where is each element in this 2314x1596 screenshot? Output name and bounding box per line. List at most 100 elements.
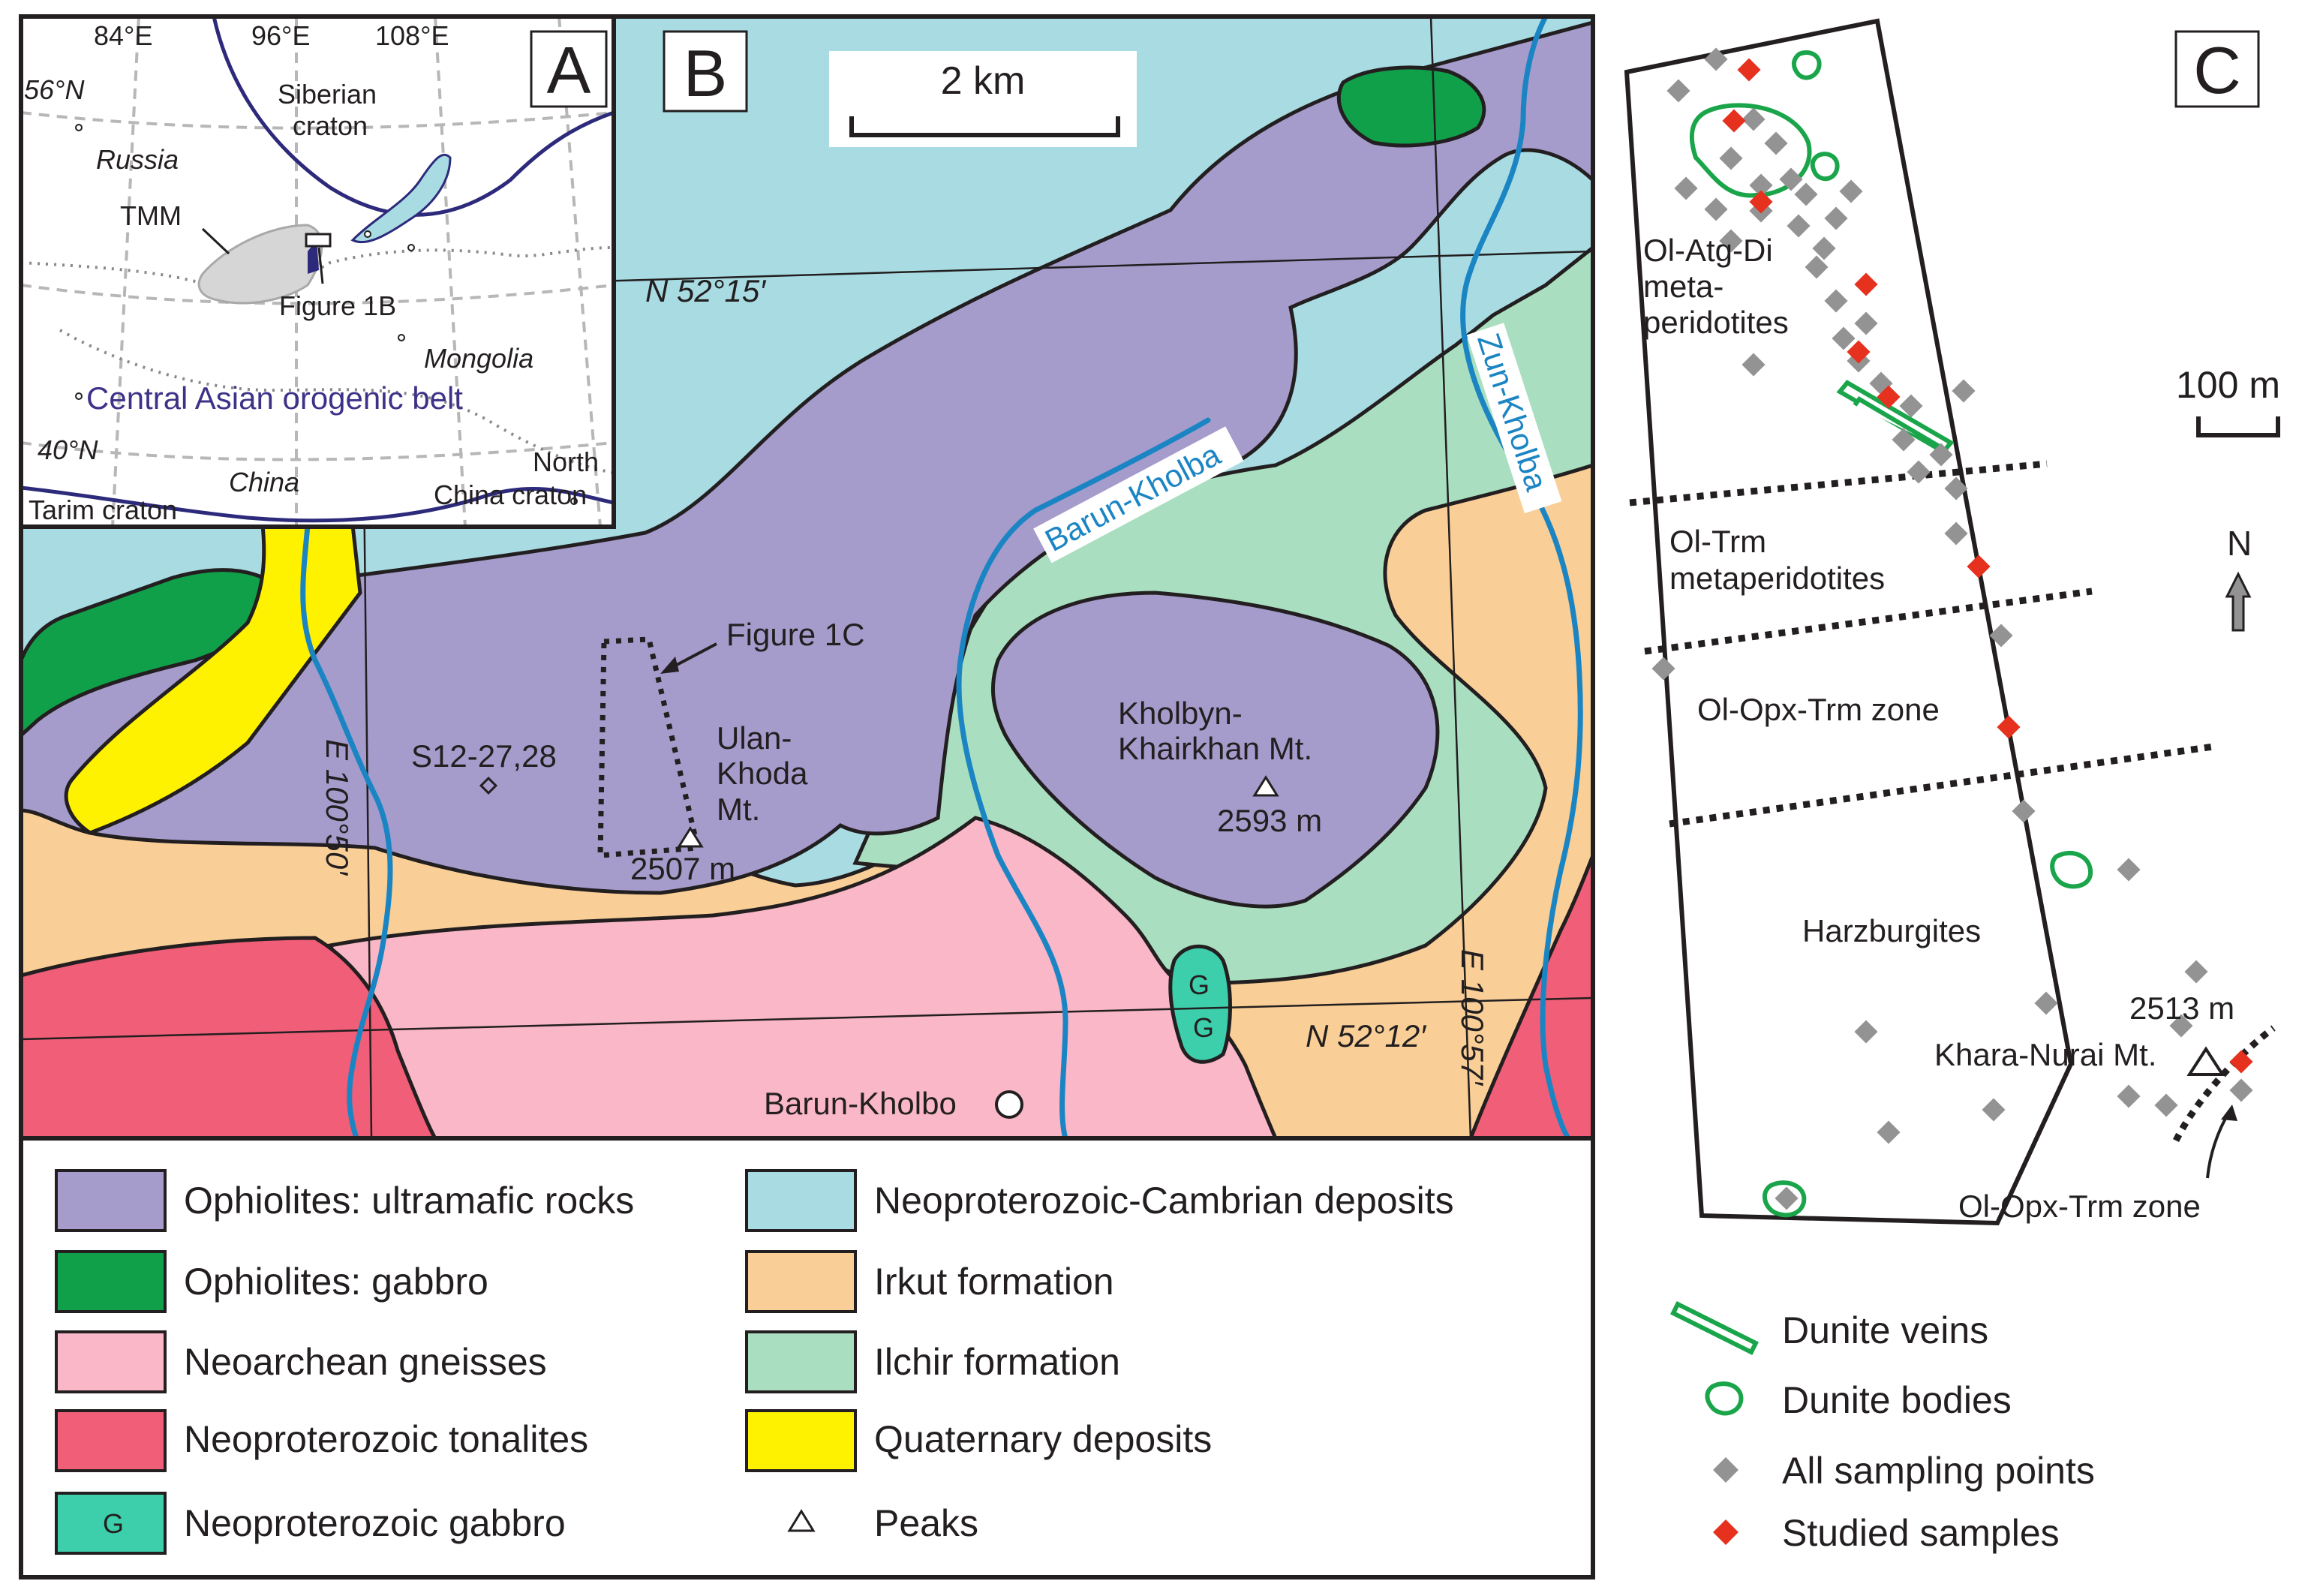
legend-label-dunite-bodies: Dunite bodies [1782, 1379, 2012, 1421]
label-figure-1b: Figure 1B [279, 290, 396, 321]
gabbro-g-2: G [1193, 1012, 1214, 1043]
grid-label-e1: E 100°50′ [320, 739, 355, 876]
zone-trm-1: Ol-Trm [1669, 524, 1766, 559]
ulan-peak-icon [677, 826, 704, 848]
lon-label-84: 84°E [94, 20, 152, 51]
scale-label-c: 100 m [2176, 364, 2280, 406]
lat-label-56: 56°N [24, 74, 85, 105]
sampling-points [1651, 47, 2253, 1210]
scale-bar-b [849, 116, 1120, 137]
scale-bar-c [2196, 416, 2280, 437]
legend-swatch-neo-cambrian [745, 1169, 857, 1232]
legend-swatch-gabbro-neo-g: G [103, 1508, 124, 1539]
panel-letter-box-a [530, 30, 608, 108]
panel-letter-c: C [2193, 33, 2241, 107]
scale-label-b: 2 km [941, 59, 1026, 103]
gabbro-g-1: G [1189, 969, 1210, 1000]
river-west [300, 522, 393, 1138]
rivers [300, 17, 1583, 1138]
legend-label-studied-samples: Studied samples [1782, 1512, 2060, 1554]
kholbyn-label-1: Kholbyn- [1118, 696, 1243, 731]
zone-trm-2: metaperidotites [1669, 561, 1885, 596]
river-zun-kholba [1460, 17, 1583, 1138]
scale-box-b [829, 51, 1137, 147]
village-icon [995, 1090, 1023, 1119]
zone-opx-bottom: Ol-Opx-Trm zone [1958, 1189, 2201, 1224]
geological-map-b: 2 km B N 52°15′ N 52°12′ E 100°50′ E 100… [21, 17, 1593, 1138]
inset-map-a: 84°E 96°E 108°E 56°N 40°N Siberian crato… [21, 17, 614, 527]
unit-tonalite-west [21, 936, 437, 1138]
legend-label-quaternary: Quaternary deposits [874, 1418, 1212, 1460]
peak-elev-c: 2513 m [2129, 990, 2234, 1026]
kholbyn-elevation: 2593 m [1217, 803, 1322, 838]
legend-sampling-point-icon [1713, 1457, 1739, 1483]
north-arrow-icon [2225, 571, 2252, 632]
peak-name-c: Khara-Nurai Mt. [1934, 1037, 2156, 1072]
zone-harz: Harzburgites [1802, 913, 1981, 948]
sample-label: S12-27,28 [411, 738, 557, 774]
legend-peak-icon [787, 1509, 816, 1532]
legend-swatch-ilchir [745, 1330, 857, 1393]
dunite-bodies [1689, 50, 2093, 1218]
ulan-elevation: 2507 m [630, 851, 735, 886]
grid-label-n2: N 52°12′ [1306, 1018, 1427, 1053]
label-tmm: TMM [120, 200, 182, 231]
legend-studied-sample-icon [1713, 1519, 1739, 1545]
legend-map-units: Ophiolites: ultramafic rocks Ophiolites:… [55, 1169, 1454, 1555]
legend-label-gabbro-neo: Neoproterozoic gabbro [184, 1502, 566, 1544]
grid-label-n1: N 52°15′ [645, 273, 767, 308]
legend-label-gneiss: Neoarchean gneisses [184, 1341, 547, 1383]
label-north-china-1: North [533, 446, 599, 477]
legend-swatch-gabbro-neo [55, 1492, 167, 1555]
opx-zone-arrow [2206, 1109, 2231, 1179]
river-barun-kholba [956, 417, 1211, 1138]
legend-label-ultramafic: Ophiolites: ultramafic rocks [184, 1180, 634, 1222]
legend-label-gabbro-oph: Ophiolites: gabbro [184, 1261, 488, 1303]
panel-letter-a: A [547, 33, 591, 107]
label-russia: Russia [96, 144, 179, 175]
sample-marker [479, 776, 498, 795]
legend-dunite-body-icon [1705, 1381, 1744, 1416]
grid-label-e2: E 100°57′ [1455, 949, 1490, 1087]
zone-opx: Ol-Opx-Trm zone [1697, 692, 1940, 727]
tmm-arrow [201, 227, 230, 255]
legend-c-symbols: Dunite veins Dunite bodies All sampling … [1669, 1300, 2095, 1554]
unit-gabbro-neo [1168, 944, 1232, 1064]
lon-label-108: 108°E [375, 20, 449, 51]
label-china: China [229, 467, 299, 497]
unit-tonalite-east [1468, 855, 1593, 1138]
legend-label-neo-cambrian: Neoproterozoic-Cambrian deposits [874, 1180, 1454, 1222]
sampling-map-c: Ol-Atg-Di meta- peridotites Ol-Trm metap… [1624, 18, 2280, 1226]
legend-label-all-samples: All sampling points [1782, 1450, 2095, 1492]
panel-letter-box-c [2174, 30, 2260, 108]
label-siberian-2: craton [293, 110, 368, 141]
unit-gabbro-ne [1336, 65, 1486, 148]
legend-swatch-gneiss [55, 1330, 167, 1393]
lon-label-96: 96°E [251, 20, 310, 51]
unit-ultramafic-kholbyn [991, 591, 1440, 909]
zone-atg-1: Ol-Atg-Di [1643, 233, 1773, 268]
dunite-veins [1836, 380, 1955, 455]
legend-swatch-quaternary [745, 1409, 857, 1472]
panel-letter-box-b [663, 30, 748, 113]
khara-nurai-peak-icon [2186, 1046, 2225, 1076]
label-siberian-1: Siberian [278, 79, 377, 110]
panel-a-frame [19, 14, 616, 529]
legend-swatch-gabbro-oph [55, 1250, 167, 1313]
label-caob: Central Asian orogenic belt [86, 380, 463, 416]
legend-dunite-vein-icon [1669, 1300, 1760, 1356]
ulan-label-3: Mt. [717, 792, 760, 827]
kholbyn-label-2: Khairkhan Mt. [1118, 731, 1312, 766]
zone-atg-2: meta- [1643, 269, 1723, 304]
studied-samples [1722, 58, 2253, 1074]
lat-label-40: 40°N [38, 434, 98, 465]
legend-label-ilchir: Ilchir formation [874, 1341, 1120, 1383]
kholbyn-peak-icon [1252, 775, 1279, 797]
legend-swatch-irkut [745, 1250, 857, 1313]
legend-label-dunite-veins: Dunite veins [1782, 1309, 1988, 1351]
label-north-china-2: China craton [434, 479, 587, 510]
figure-1c-label: Figure 1C [726, 617, 864, 652]
ulan-label-1: Ulan- [717, 720, 792, 756]
label-mongolia: Mongolia [424, 343, 533, 374]
